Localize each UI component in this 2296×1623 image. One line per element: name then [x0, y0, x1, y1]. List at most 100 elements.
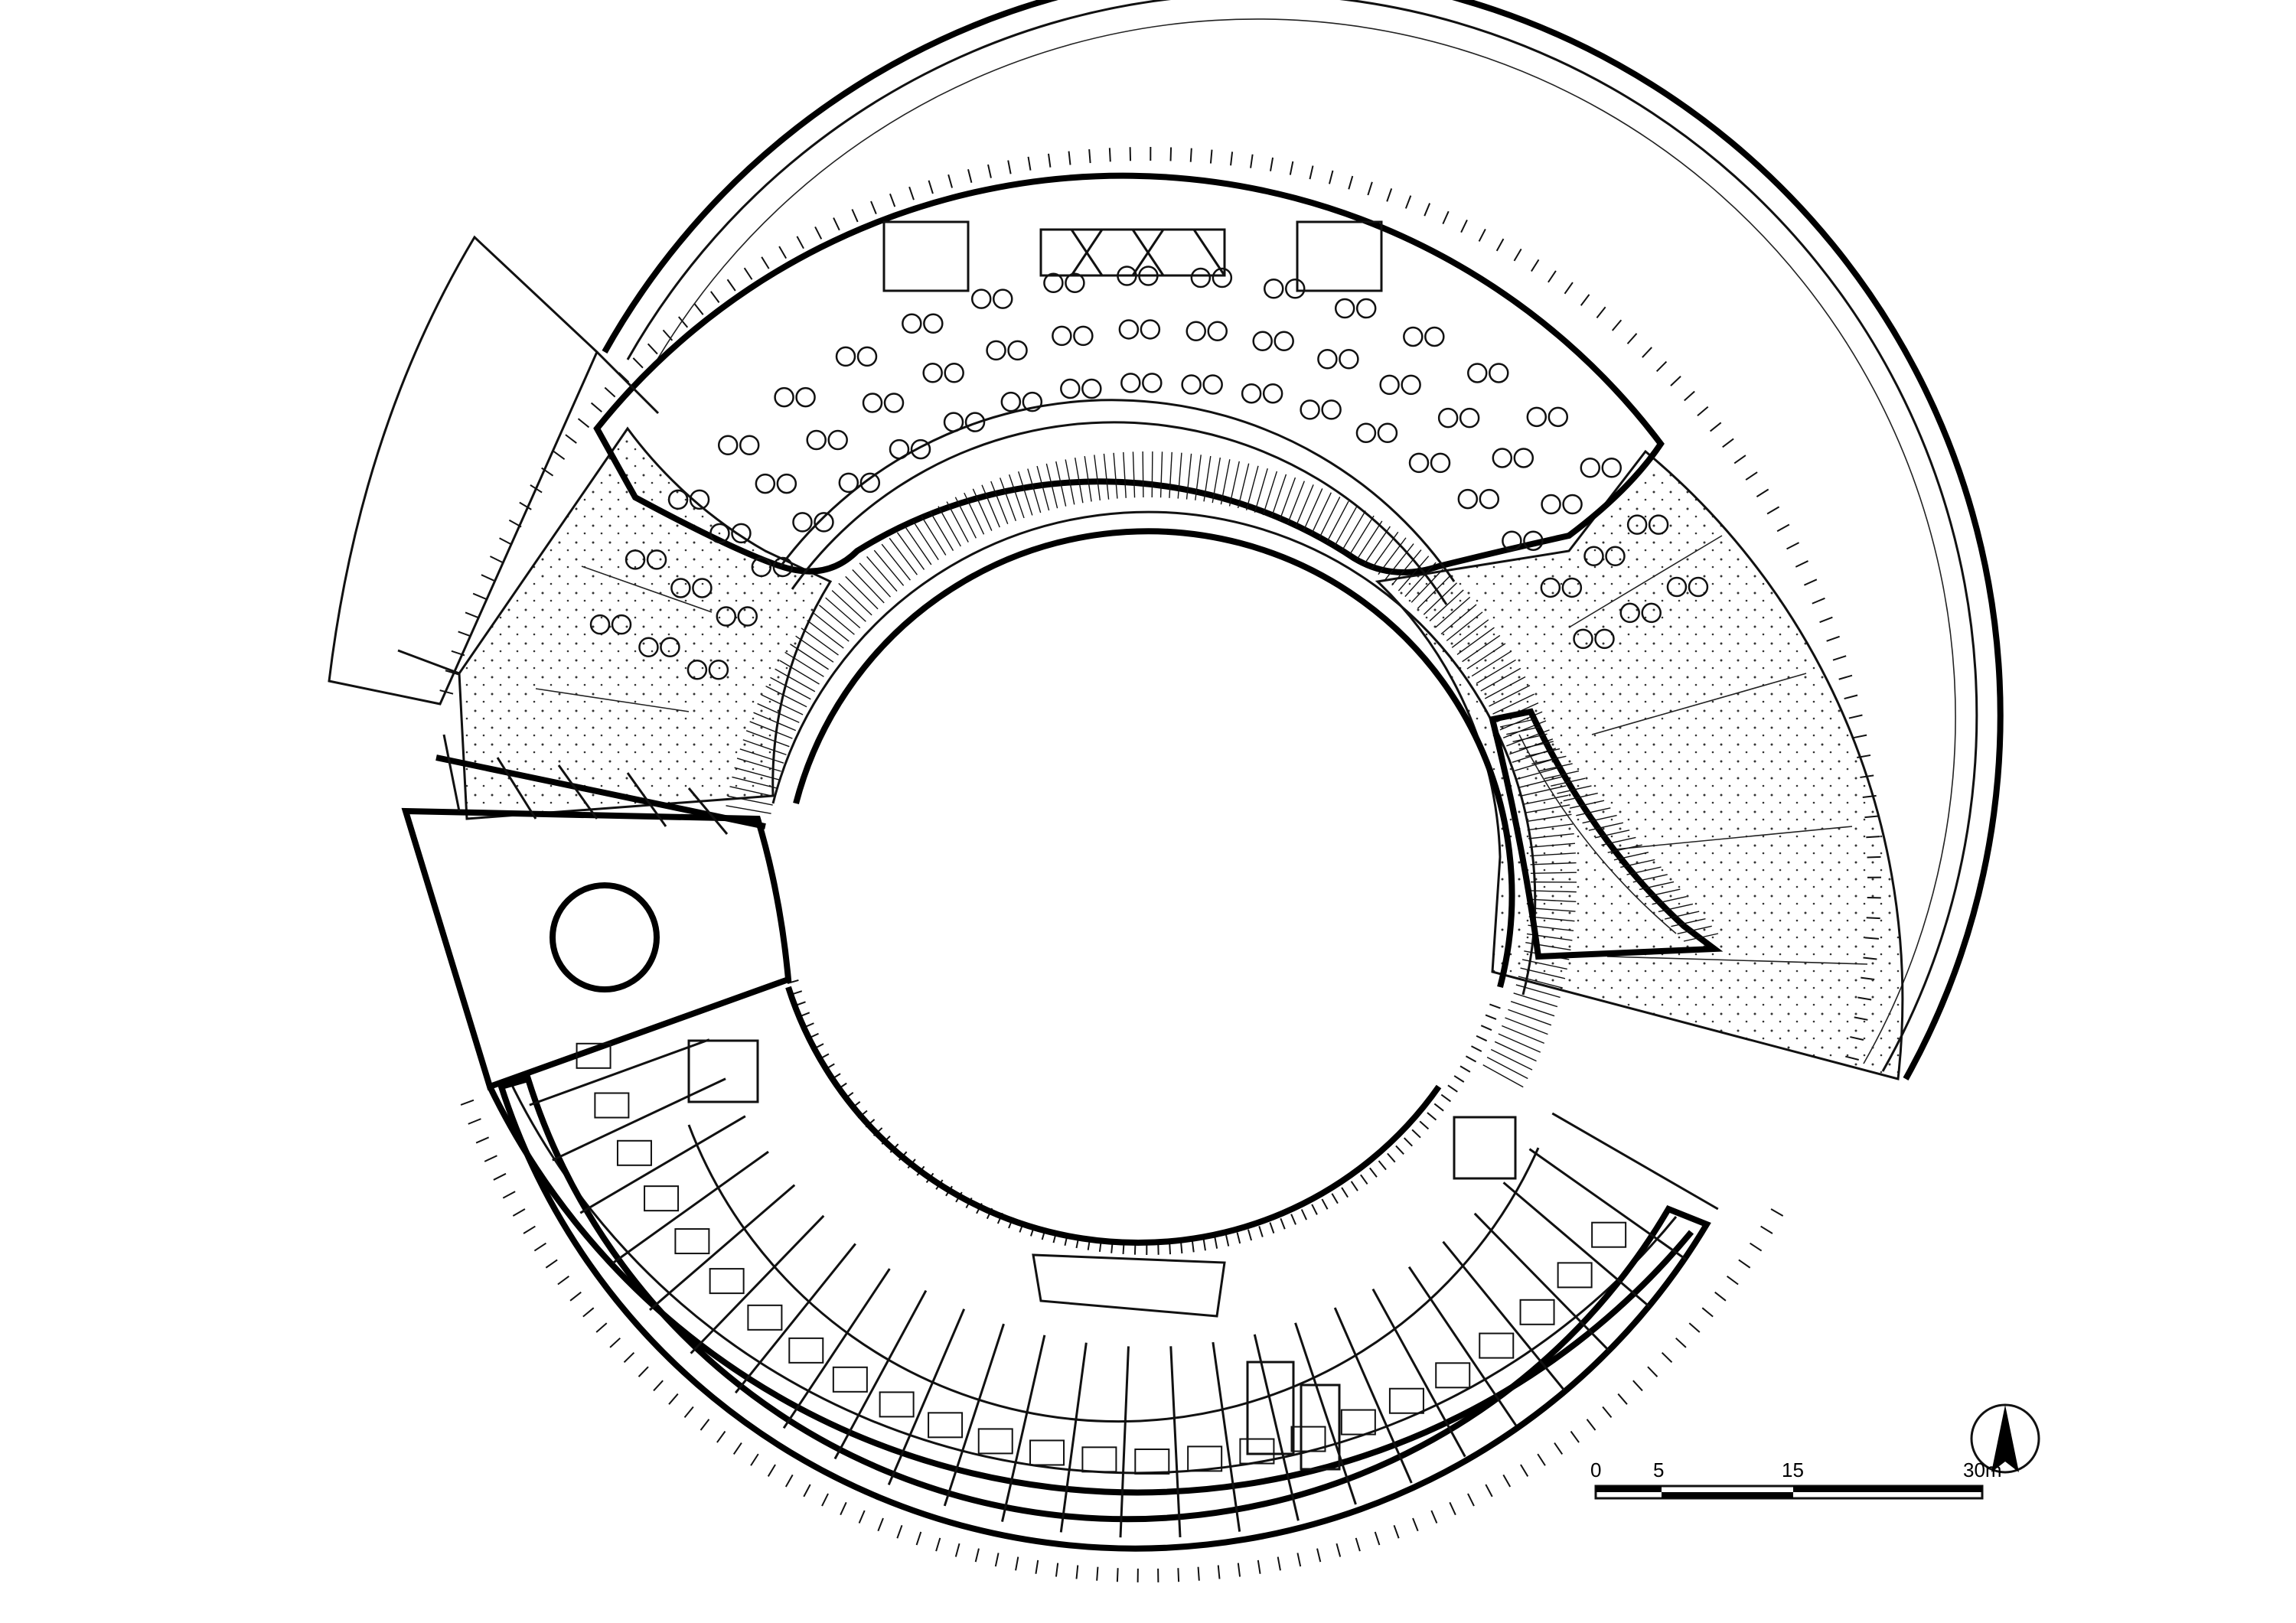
plan-line [1151, 451, 1153, 498]
table-mark [910, 438, 931, 460]
bed-mark [1081, 1446, 1117, 1473]
plan-line [1447, 1084, 1458, 1093]
table-mark [611, 614, 632, 635]
plan-line [475, 1136, 490, 1144]
plan-line [1045, 463, 1058, 509]
plan-line [1632, 874, 1668, 883]
plan-line [1055, 1563, 1059, 1577]
lobby-round-feature [550, 882, 660, 992]
plan-line [700, 1419, 710, 1431]
scale-tick-label: 15 [1782, 1458, 1804, 1481]
table-mark [1457, 488, 1479, 510]
plan-line [1675, 1337, 1687, 1348]
plan-line [557, 1276, 569, 1286]
table-mark [1408, 452, 1430, 474]
plan-line [859, 562, 892, 598]
plan-line [1065, 459, 1075, 505]
plan-line [1467, 1493, 1475, 1507]
plan-line [493, 1172, 507, 1181]
plan-line [1652, 896, 1687, 905]
plan-line [1355, 1537, 1361, 1552]
plan-line [994, 1553, 1000, 1567]
plan-line [1404, 195, 1412, 209]
table-mark [692, 578, 713, 598]
plan-line [796, 236, 804, 249]
plan-line [1296, 1553, 1302, 1567]
plan-line [1530, 862, 1577, 865]
table-mark [1120, 373, 1141, 393]
plan-line [726, 805, 771, 814]
bed-mark [1340, 1409, 1376, 1436]
plan-line [1289, 161, 1294, 175]
plan-line [1094, 455, 1101, 501]
table-mark [1022, 391, 1043, 412]
plan-line [1287, 481, 1305, 524]
table-mark [1274, 331, 1294, 351]
plan-line [795, 635, 834, 663]
table-mark [751, 556, 772, 578]
plan-line [1745, 471, 1758, 481]
plan-line [1551, 1112, 1719, 1211]
plan-line [1374, 1531, 1381, 1546]
table-mark [589, 614, 611, 635]
plan-line [775, 668, 816, 693]
table-mark [922, 362, 943, 383]
plan-line [866, 556, 898, 592]
plan-line [1665, 911, 1700, 920]
plan-line [465, 611, 479, 618]
plan-line [908, 186, 915, 200]
table-mark [1479, 488, 1500, 510]
plan-line [1331, 1193, 1339, 1204]
facade-ticks [439, 147, 1881, 1582]
plan-line [1214, 1237, 1218, 1249]
plan-line [1639, 881, 1675, 891]
central-void [771, 510, 1537, 996]
plan-line [743, 267, 753, 280]
plan-line [1502, 1474, 1512, 1488]
plan-line [1336, 1543, 1342, 1557]
plan-line [1123, 451, 1127, 498]
scale-bar: 0 5 15 30m [1590, 1458, 2002, 1500]
plan-line [1489, 1003, 1501, 1009]
table-mark [986, 340, 1006, 361]
table-mark [883, 393, 905, 413]
plan-line [1819, 616, 1833, 624]
table-mark [795, 386, 816, 408]
plan-line [1411, 1129, 1421, 1139]
table-mark [806, 429, 827, 451]
table-mark [1666, 576, 1688, 598]
plan-line [1661, 1351, 1673, 1363]
plan-line [569, 1291, 582, 1302]
plan-line [1303, 488, 1323, 531]
plan-line [1544, 770, 1580, 780]
plan-line [1159, 451, 1163, 498]
bed-mark [788, 1337, 824, 1364]
plan-line [1607, 844, 1642, 853]
table-mark [1489, 363, 1509, 383]
plan-line [1486, 1057, 1528, 1080]
plan-line [1220, 459, 1231, 505]
plan-line [1228, 461, 1240, 507]
plan-line [1537, 1453, 1546, 1466]
plan-line [1529, 842, 1576, 848]
plan-line [1429, 589, 1464, 622]
plan-line [929, 510, 954, 551]
plan-line [582, 1307, 595, 1318]
bed-mark [879, 1391, 915, 1418]
plan-line [1786, 542, 1799, 550]
plan-line [999, 477, 1017, 521]
table-mark [1007, 340, 1028, 361]
plan-line [1391, 549, 1422, 586]
plan-line [445, 670, 459, 676]
plan-line [784, 651, 824, 677]
plan-line [1476, 1035, 1488, 1042]
plan-line [1417, 575, 1451, 609]
plan-line [1277, 1556, 1281, 1571]
plan-line [1770, 1208, 1784, 1217]
plan-line [1103, 453, 1110, 500]
table-mark [856, 346, 878, 367]
plan-line [1250, 154, 1254, 168]
plan-line [732, 1442, 742, 1455]
plan-line [1684, 390, 1695, 402]
plan-line [1027, 156, 1032, 171]
